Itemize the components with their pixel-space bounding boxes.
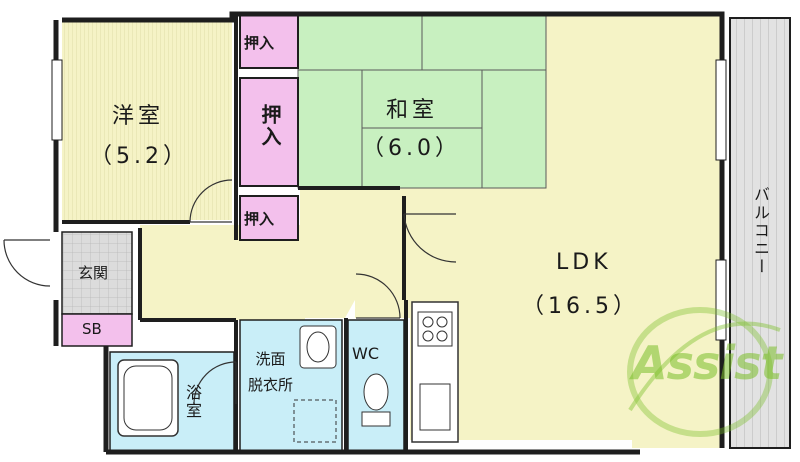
- ldk-name: LDK: [556, 250, 612, 275]
- assist-watermark: [627, 307, 781, 437]
- balcony-area: [729, 17, 791, 449]
- toilet-bowl: [363, 373, 389, 411]
- wc-label: WC: [352, 344, 379, 363]
- washbasin: [299, 325, 337, 369]
- japanese-room-size: （6.0）: [362, 136, 461, 161]
- closet-middle: [239, 77, 299, 187]
- closet-bottom: [239, 195, 299, 241]
- washing-machine-space: [293, 399, 337, 443]
- closet-top-label: 押入: [244, 34, 275, 52]
- western-room-name: 洋室: [112, 104, 165, 129]
- western-room-size: （5.2）: [90, 144, 189, 169]
- kitchen-counter: [411, 301, 459, 443]
- shoe-box-label: SB: [82, 320, 102, 338]
- western-room-door: [189, 179, 233, 223]
- wc-door: [355, 273, 401, 319]
- closet-bottom-label: 押入: [244, 210, 275, 228]
- shoe-box: [61, 313, 133, 347]
- bath-door: [193, 361, 237, 405]
- watermark-text: Assist: [632, 336, 782, 390]
- japanese-room-floor: [297, 13, 547, 189]
- western-room-floor: [62, 20, 232, 220]
- closet-middle-label: 押入: [258, 104, 282, 148]
- ldk-floor: [140, 14, 722, 448]
- entrance-door: [3, 239, 51, 287]
- ldk-size: （16.5）: [522, 294, 639, 319]
- ldk-door: [403, 213, 457, 263]
- japanese-room-name: 和室: [386, 98, 439, 123]
- washroom-label: 洗面 脱衣所: [248, 350, 294, 394]
- entrance-label: 玄関: [78, 264, 109, 282]
- balcony-label: バルコニー: [751, 186, 770, 276]
- bathtub: [117, 359, 179, 437]
- bath-label: 浴室: [183, 384, 202, 420]
